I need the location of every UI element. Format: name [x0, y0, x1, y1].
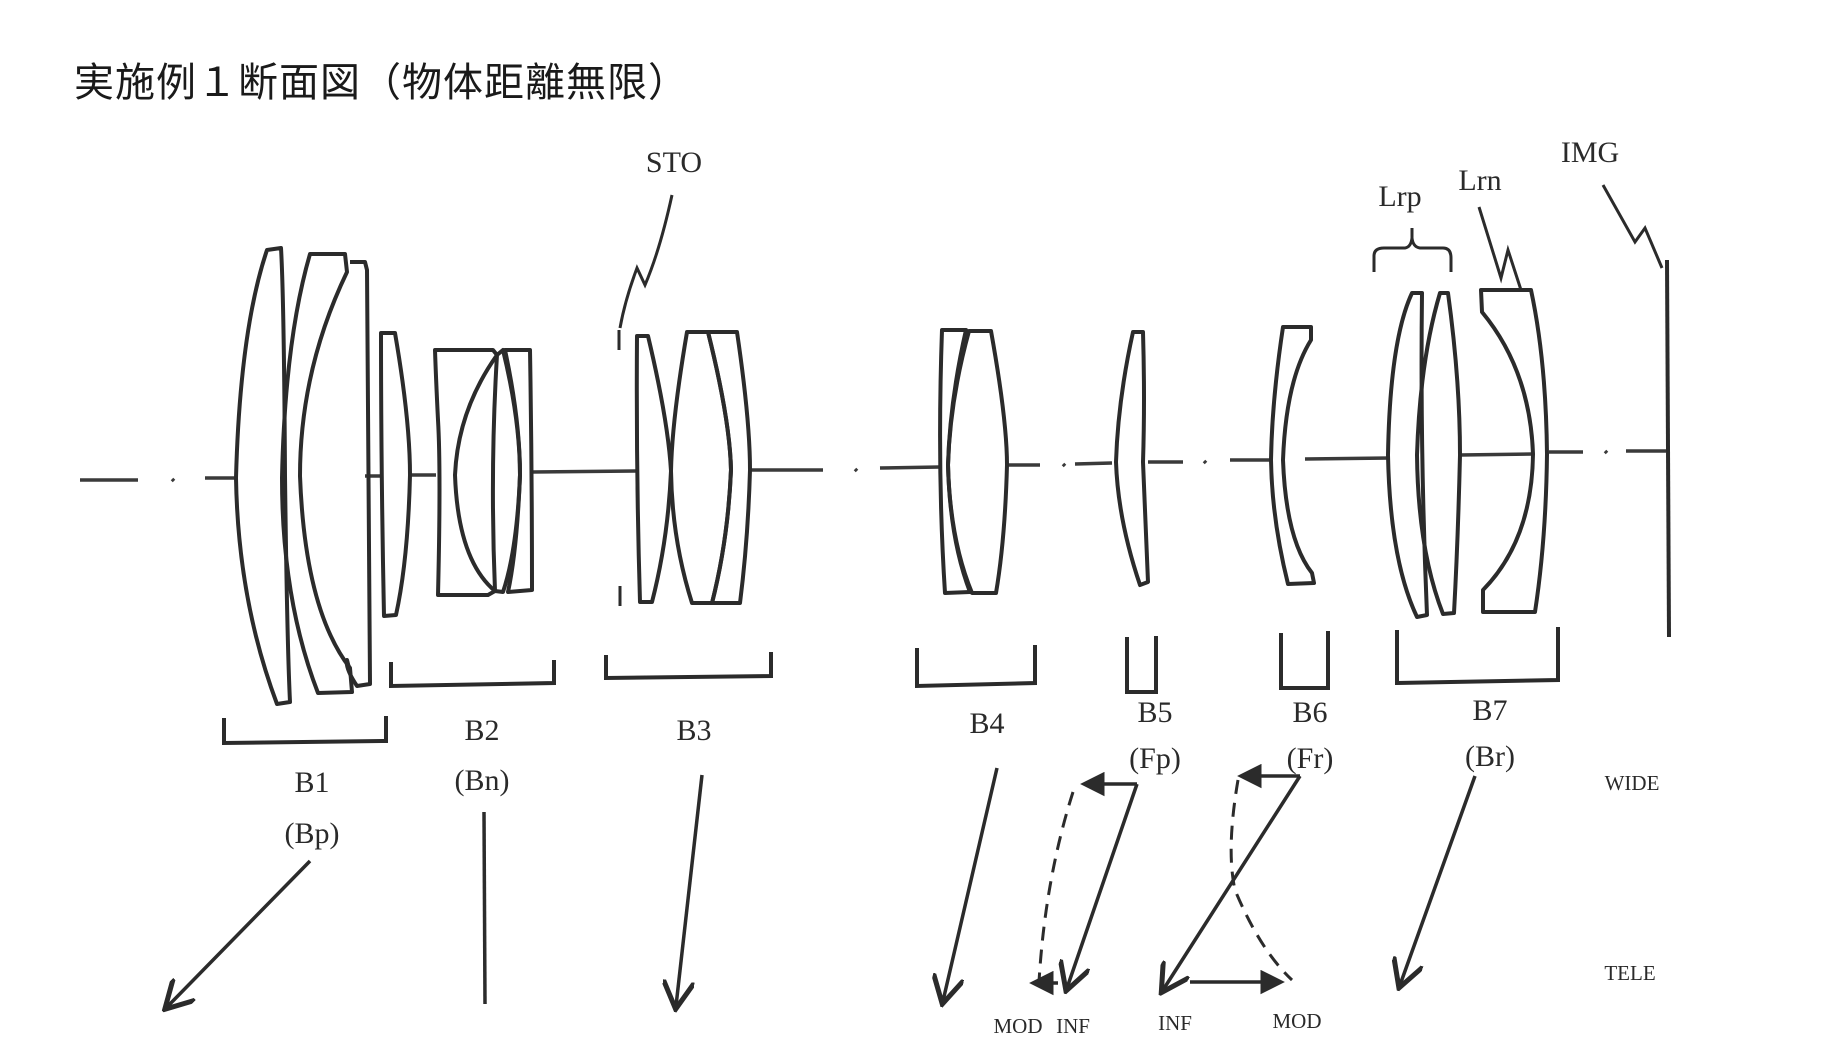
label-b6-mod: MOD	[1272, 1009, 1321, 1033]
lens-b2-1	[379, 331, 412, 618]
label-b5-role: (Fp)	[1129, 742, 1181, 775]
group-b7-lenses	[1386, 288, 1549, 619]
lens-b4-2	[946, 329, 1009, 595]
lens-b2-4	[503, 348, 534, 594]
image-plane-line	[1665, 259, 1671, 638]
label-wide: WIDE	[1605, 771, 1660, 795]
line-b2-fixed	[482, 811, 487, 1005]
group-labels: B1 (Bp) B2 (Bn) B3 B4 B5 (Fp) B6 (Fr) B7…	[285, 694, 1515, 850]
label-b5: B5	[1137, 696, 1172, 729]
arrow-b6-inf	[1163, 775, 1302, 990]
bracket-b1	[222, 716, 388, 746]
bracket-b2	[389, 660, 556, 689]
label-b2: B2	[464, 714, 499, 747]
aperture-stop	[617, 194, 674, 606]
movement-arrows	[167, 763, 1477, 1007]
figure-title: 実施例１断面図（物体距離無限）	[74, 60, 689, 106]
path-b6-mod	[1229, 779, 1294, 982]
label-b7: B7	[1472, 694, 1507, 727]
lrp-brace	[1372, 228, 1453, 272]
arrow-b4	[943, 767, 999, 1001]
lens-b1-2	[280, 252, 354, 695]
lens-b5	[1114, 330, 1150, 587]
lrn-leader	[1477, 206, 1523, 291]
lens-b3-1	[634, 334, 673, 604]
label-sto: STO	[646, 146, 702, 179]
label-img: IMG	[1561, 136, 1619, 169]
bracket-b5	[1125, 636, 1158, 694]
bracket-b4	[915, 645, 1037, 689]
optical-axis	[80, 449, 1666, 483]
group-b1-lenses	[234, 246, 372, 706]
arrow-b5-inf	[1067, 783, 1139, 988]
label-b7-role: (Br)	[1465, 740, 1515, 773]
label-lrp: Lrp	[1378, 180, 1421, 213]
img-leader	[1601, 184, 1664, 269]
focus-labels: MOD INF INF MOD	[993, 1009, 1321, 1038]
lens-b1-3	[344, 260, 372, 688]
label-b2-role: (Bn)	[455, 764, 510, 797]
lens-b1-1	[234, 246, 292, 706]
group-b3-lenses	[634, 330, 752, 605]
lens-b7-lrp-1	[1386, 291, 1429, 619]
bracket-b6	[1279, 631, 1330, 690]
label-b6-role: (Fr)	[1287, 742, 1334, 775]
lens-b6	[1269, 325, 1316, 586]
label-b5-mod: MOD	[993, 1014, 1042, 1038]
lens-b7-lrp-2	[1415, 291, 1462, 616]
lens-b3-3	[706, 330, 752, 605]
label-b4: B4	[969, 707, 1004, 740]
lens-b4-1	[938, 328, 972, 595]
arrow-b3	[676, 774, 704, 1006]
stop-leader-line	[618, 194, 674, 329]
label-b1: B1	[294, 766, 329, 799]
label-b6-inf: INF	[1158, 1011, 1192, 1035]
label-b6: B6	[1292, 696, 1327, 729]
label-tele: TELE	[1604, 961, 1655, 985]
arrow-b7	[1400, 775, 1477, 985]
lens-b2-2	[433, 348, 499, 597]
lens-b7-lrn	[1479, 288, 1549, 614]
path-b5-mod	[1037, 791, 1075, 983]
label-b5-inf: INF	[1056, 1014, 1090, 1038]
arrow-b1	[167, 859, 312, 1007]
label-b3: B3	[676, 714, 711, 747]
group-b4-lenses	[938, 328, 1009, 595]
label-b1-role: (Bp)	[285, 817, 340, 850]
bracket-b7	[1395, 627, 1560, 686]
bracket-b3	[604, 652, 773, 681]
label-lrn: Lrn	[1458, 164, 1501, 197]
group-b2-lenses	[379, 331, 534, 618]
group-brackets	[222, 627, 1560, 746]
